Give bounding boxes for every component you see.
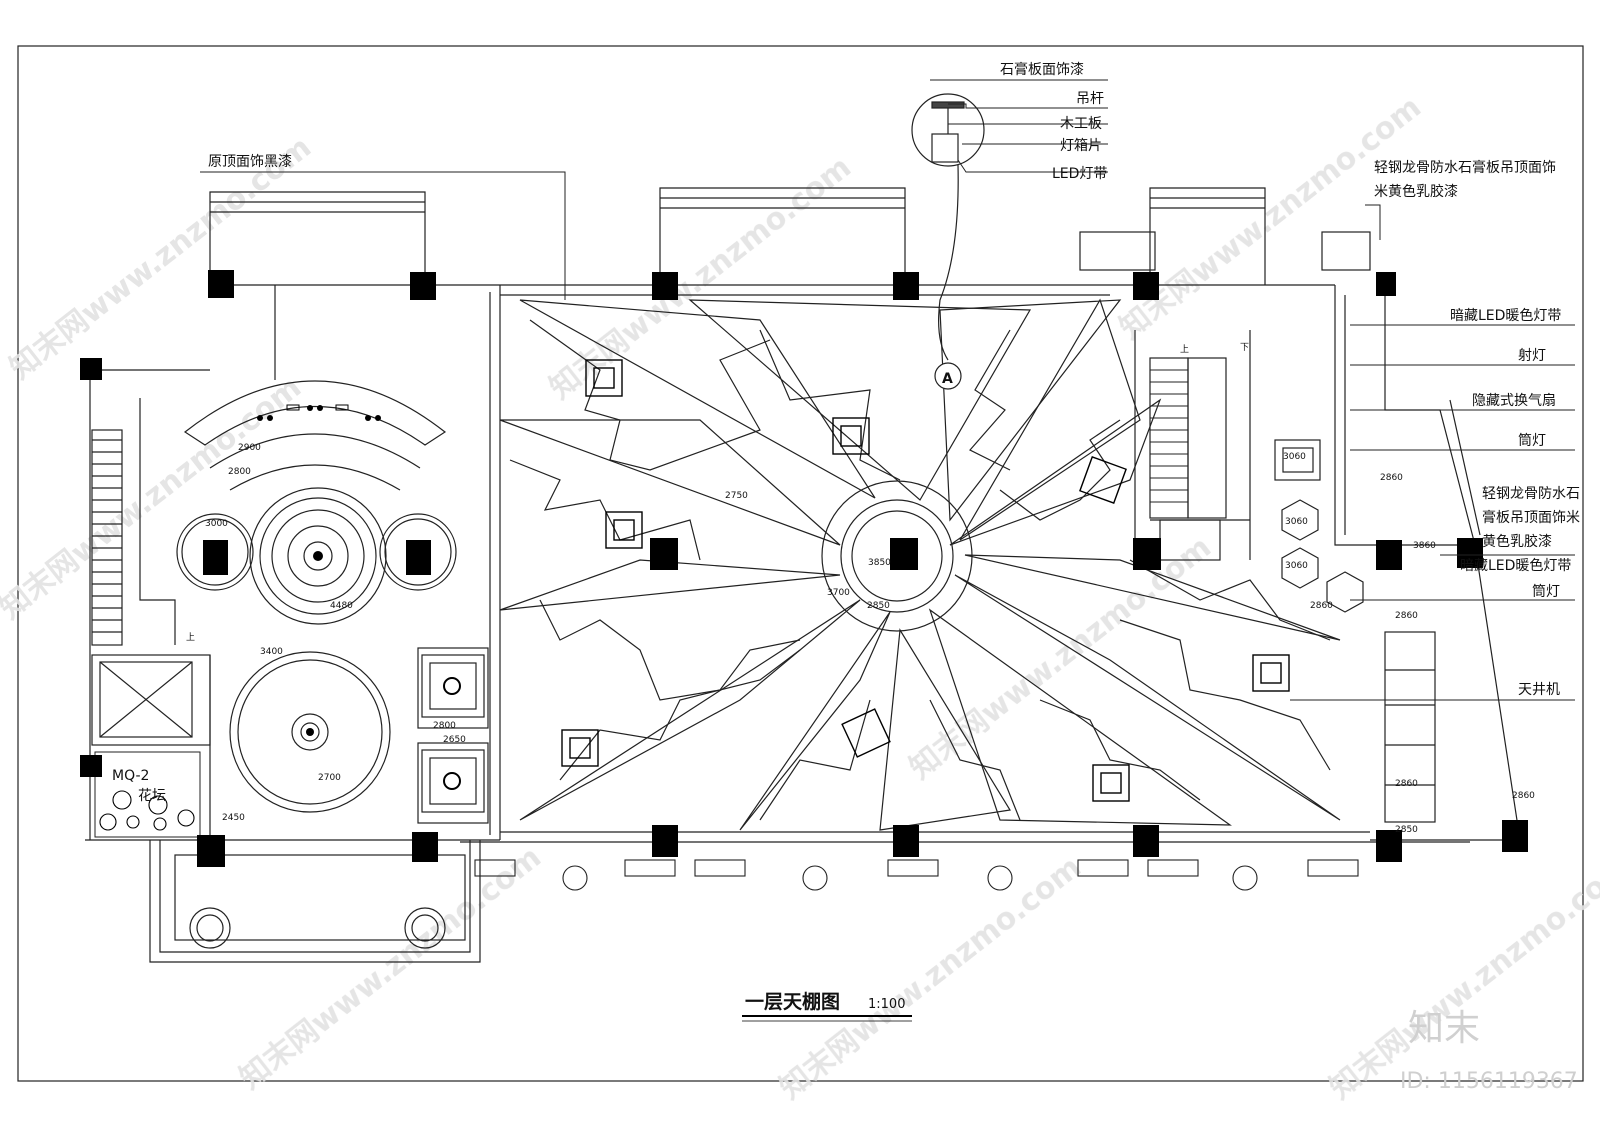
- watermark-diagonal: 知末网www.znzmo.com: [0, 370, 308, 627]
- label-right-9: 筒灯: [1532, 583, 1560, 600]
- ceiling-light-boxes: [561, 359, 1290, 802]
- watermark-diagonal-group: 知末网www.znzmo.com 知末网www.znzmo.com 知末网www…: [0, 90, 1600, 1107]
- height-label: 2850: [1395, 825, 1418, 835]
- stair-treads: [1150, 369, 1188, 503]
- label-right-6: 膏板吊顶面饰米: [1482, 509, 1580, 526]
- height-label: 2650: [443, 735, 466, 745]
- exterior-seating: [474, 859, 1359, 891]
- left-wing-fixtures: [94, 404, 461, 838]
- label-flower-bed: 花坛: [138, 788, 166, 804]
- watermark-id: ID: 1156119367: [1400, 1069, 1578, 1094]
- label-right-2: 射灯: [1518, 348, 1546, 364]
- label-right-4: 筒灯: [1518, 432, 1546, 449]
- sheet-border: [17, 45, 1584, 1082]
- height-label: 3060: [1285, 561, 1308, 571]
- height-label: 3700: [827, 588, 850, 598]
- watermark-brand: 知末: [1408, 1008, 1480, 1049]
- watermark-diagonal: 知末网www.znzmo.com: [1323, 850, 1600, 1107]
- label-down: 下: [1240, 343, 1249, 353]
- watermark-diagonal: 知末网www.znzmo.com: [1113, 90, 1428, 347]
- drawing-title-block: 一层天棚图 1:100: [742, 990, 912, 1022]
- structural-columns: [80, 270, 1528, 867]
- height-label: 2900: [238, 443, 261, 453]
- watermark-diagonal: 知末网www.znzmo.com: [903, 530, 1218, 787]
- left-wing: [85, 191, 501, 963]
- height-label: 3860: [1413, 541, 1436, 551]
- height-label: 2450: [222, 813, 245, 823]
- label-up-right: 上: [1180, 344, 1189, 355]
- height-label: 3060: [1285, 517, 1308, 527]
- height-label: 2860: [1380, 473, 1403, 483]
- label-right-10: 天井机: [1518, 682, 1560, 698]
- drawing-title: 一层天棚图: [745, 990, 840, 1013]
- main-hall: [460, 187, 1470, 843]
- height-label: 2860: [1512, 791, 1535, 801]
- height-label: 3400: [260, 647, 283, 657]
- height-label: 2800: [433, 721, 456, 731]
- detail-callout-a: [911, 93, 985, 390]
- label-right-top-1: 轻钢龙骨防水石膏板吊顶面饰: [1374, 159, 1556, 176]
- height-label: 2800: [228, 467, 251, 477]
- label-detail-3: 木工板: [1060, 116, 1102, 132]
- detail-marker-a: A: [942, 371, 953, 387]
- height-label: 3850: [868, 558, 891, 568]
- label-detail-2: 吊杆: [1076, 91, 1104, 107]
- height-label: 2750: [725, 491, 748, 501]
- height-label: 2850: [867, 601, 890, 611]
- height-label: 4480: [330, 601, 353, 611]
- label-detail-1: 石膏板面饰漆: [1000, 61, 1084, 78]
- label-right-3: 隐藏式换气扇: [1472, 392, 1556, 409]
- label-detail-5: LED灯带: [1052, 166, 1107, 182]
- label-right-5: 轻钢龙骨防水石: [1482, 486, 1580, 502]
- label-up: 上: [186, 632, 195, 643]
- label-mq2: MQ-2: [112, 768, 149, 784]
- label-detail-4: 灯箱片: [1060, 138, 1102, 154]
- label-right-7: 黄色乳胶漆: [1482, 533, 1552, 550]
- label-right-8: 暗藏LED暖色灯带: [1460, 557, 1571, 574]
- height-label: 2860: [1310, 601, 1333, 611]
- drawing-scale: 1:100: [868, 997, 905, 1012]
- label-original-ceiling: 原顶面饰黑漆: [208, 154, 292, 170]
- watermark-diagonal: 知末网www.znzmo.com: [233, 840, 548, 1097]
- height-label: 3060: [1283, 452, 1306, 462]
- height-label: 3000: [205, 519, 228, 529]
- annotation-labels: 原顶面饰黑漆 石膏板面饰漆 吊杆 木工板 灯箱片 LED灯带 轻钢龙骨防水石膏板…: [112, 61, 1580, 835]
- label-right-top-2: 米黄色乳胶漆: [1374, 183, 1458, 200]
- leader-lines: [200, 79, 1575, 701]
- height-label: 2860: [1395, 779, 1418, 789]
- label-right-1: 暗藏LED暖色灯带: [1450, 307, 1561, 324]
- height-label: 2860: [1395, 611, 1418, 621]
- height-label: 2700: [318, 773, 341, 783]
